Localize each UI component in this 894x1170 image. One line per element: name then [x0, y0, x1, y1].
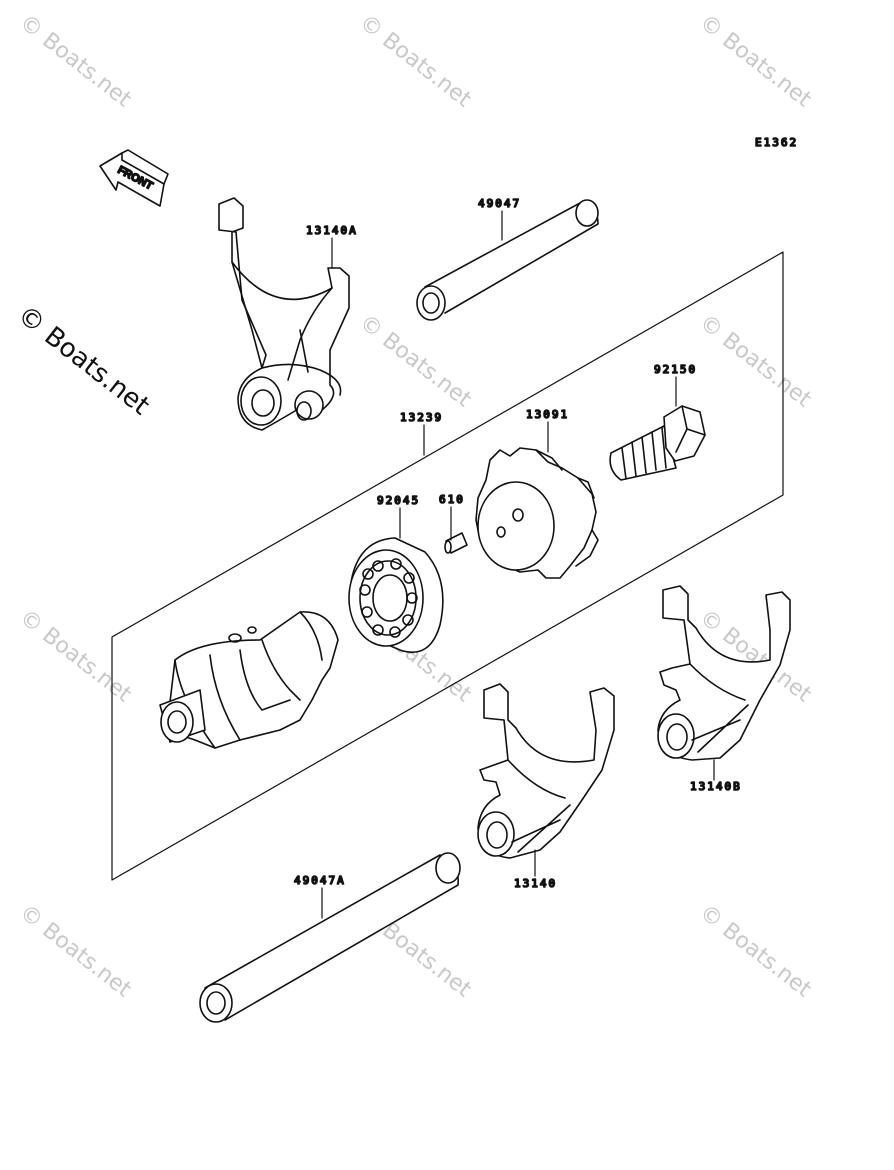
part-label-13091: 13091 — [526, 408, 569, 421]
part-label-13140: 13140 — [514, 877, 557, 890]
part-label-92045: 92045 — [377, 494, 420, 507]
part-label-92150: 92150 — [654, 363, 697, 376]
front-arrow-icon: FRONT — [99, 149, 169, 207]
shift-rod-49047a — [199, 852, 461, 1023]
bearing-92045 — [348, 537, 444, 653]
shift-drum — [159, 611, 339, 749]
part-label-49047a: 49047A — [294, 874, 346, 887]
shift-fork-13140a — [218, 197, 350, 431]
part-label-13239: 13239 — [400, 411, 443, 424]
leader-lines — [321, 210, 715, 919]
diagram-code: E1362 — [755, 136, 798, 149]
assembly-outline — [111, 251, 784, 881]
pin-610 — [444, 532, 468, 554]
part-label-13140b: 13140B — [690, 780, 742, 793]
shift-rod-49047 — [416, 199, 599, 321]
drum-gear-13091 — [475, 447, 599, 579]
part-label-610: 610 — [439, 493, 465, 506]
bolt-92150 — [609, 405, 706, 481]
shift-fork-13140 — [477, 683, 615, 859]
part-label-13140a: 13140A — [306, 224, 358, 237]
part-label-49047: 49047 — [478, 197, 521, 210]
shift-fork-13140b — [657, 585, 791, 761]
